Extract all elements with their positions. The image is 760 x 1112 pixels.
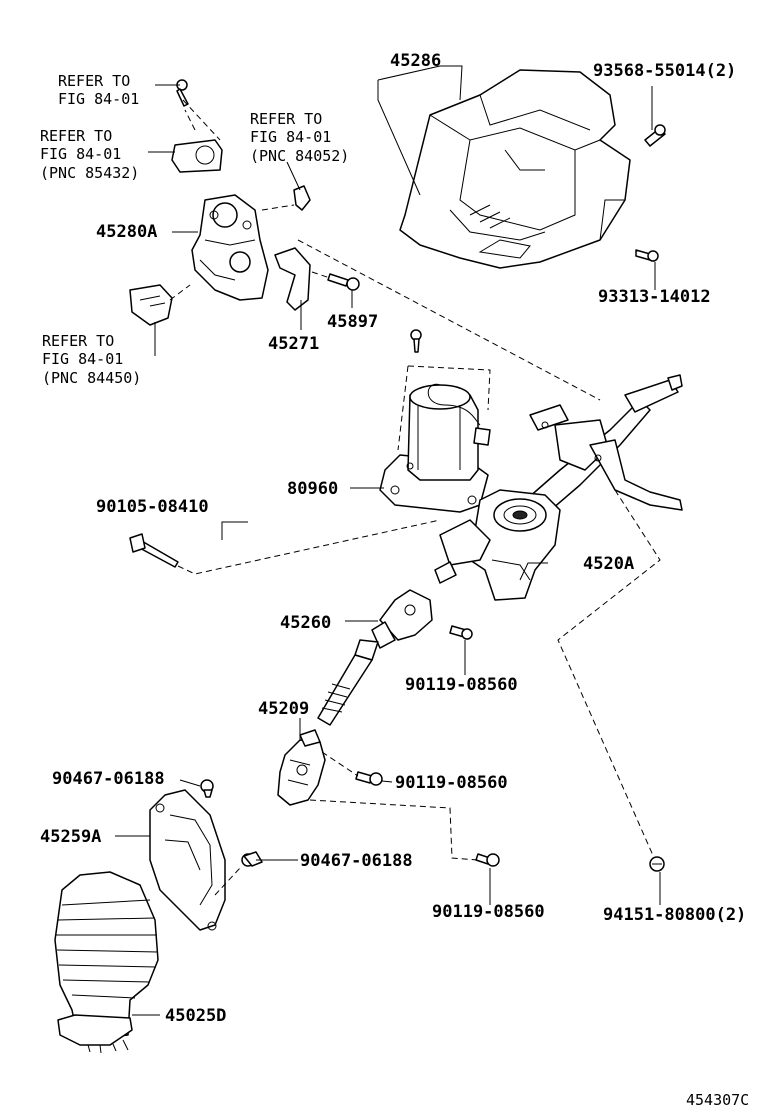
intermediate-shaft-part[interactable] bbox=[317, 589, 433, 726]
bolt-45897[interactable] bbox=[327, 273, 360, 291]
screw-90119-a[interactable] bbox=[449, 625, 473, 640]
ref-85432-line1: REFER TO bbox=[40, 127, 112, 145]
label-94151[interactable]: 94151-80800(2) bbox=[603, 905, 746, 925]
bolt-90105[interactable] bbox=[129, 533, 179, 568]
column-assembly-part[interactable] bbox=[434, 374, 683, 601]
connector-84052[interactable] bbox=[293, 185, 311, 211]
label-93568[interactable]: 93568-55014(2) bbox=[593, 61, 736, 81]
ref-84052-line1: REFER TO bbox=[250, 110, 322, 128]
motor-part[interactable] bbox=[379, 383, 491, 513]
ref-84450-line2: FIG 84-01 bbox=[42, 350, 123, 368]
screw-90119-b[interactable] bbox=[355, 771, 383, 786]
motor-screw[interactable] bbox=[410, 329, 422, 353]
label-45259A[interactable]: 45259A bbox=[40, 827, 101, 847]
screw-90119-c[interactable] bbox=[475, 853, 500, 867]
ref-84450-line1: REFER TO bbox=[42, 332, 114, 350]
ref-84450-line3: (PNC 84450) bbox=[42, 369, 141, 387]
label-45260[interactable]: 45260 bbox=[280, 613, 331, 633]
ref-85432-line3: (PNC 85432) bbox=[40, 164, 139, 182]
screw-93568[interactable] bbox=[644, 124, 666, 147]
ref-84052-line3: (PNC 84052) bbox=[250, 147, 349, 165]
lock-housing-part[interactable] bbox=[191, 194, 269, 301]
bolt-94151[interactable] bbox=[649, 856, 665, 872]
label-45280A[interactable]: 45280A bbox=[96, 222, 157, 242]
u-joint-part[interactable] bbox=[277, 729, 326, 806]
label-45209[interactable]: 45209 bbox=[258, 699, 309, 719]
column-cover-part[interactable] bbox=[399, 69, 631, 269]
label-45897[interactable]: 45897 bbox=[327, 312, 378, 332]
ref-84052-line2: FIG 84-01 bbox=[250, 128, 331, 146]
label-90119-b[interactable]: 90119-08560 bbox=[395, 773, 508, 793]
ref-top-line2: FIG 84-01 bbox=[58, 90, 139, 108]
label-90467-a[interactable]: 90467-06188 bbox=[52, 769, 165, 789]
dust-boot-part[interactable] bbox=[54, 871, 159, 1054]
label-90467-b[interactable]: 90467-06188 bbox=[300, 851, 413, 871]
label-45286[interactable]: 45286 bbox=[390, 51, 441, 71]
label-4520A[interactable]: 4520A bbox=[583, 554, 634, 574]
label-90119-a[interactable]: 90119-08560 bbox=[405, 675, 518, 695]
screw-93313[interactable] bbox=[635, 249, 659, 262]
ref-85432-line2: FIG 84-01 bbox=[40, 145, 121, 163]
sensor-84450[interactable] bbox=[129, 284, 173, 326]
label-90105[interactable]: 90105-08410 bbox=[96, 497, 209, 517]
top-screw[interactable] bbox=[176, 79, 189, 107]
bracket-45271[interactable] bbox=[274, 247, 311, 311]
diagram-code: 454307C bbox=[686, 1091, 749, 1109]
ref-top-line1: REFER TO bbox=[58, 72, 130, 90]
label-93313[interactable]: 93313-14012 bbox=[598, 287, 711, 307]
label-45271[interactable]: 45271 bbox=[268, 334, 319, 354]
label-80960[interactable]: 80960 bbox=[287, 479, 338, 499]
clip-90467-a[interactable] bbox=[200, 779, 214, 798]
boot-cover-part[interactable] bbox=[149, 789, 226, 931]
label-90119-c[interactable]: 90119-08560 bbox=[432, 902, 545, 922]
label-45025D[interactable]: 45025D bbox=[165, 1006, 226, 1026]
clip-90467-b[interactable] bbox=[241, 851, 263, 867]
switch-85432[interactable] bbox=[171, 139, 223, 173]
